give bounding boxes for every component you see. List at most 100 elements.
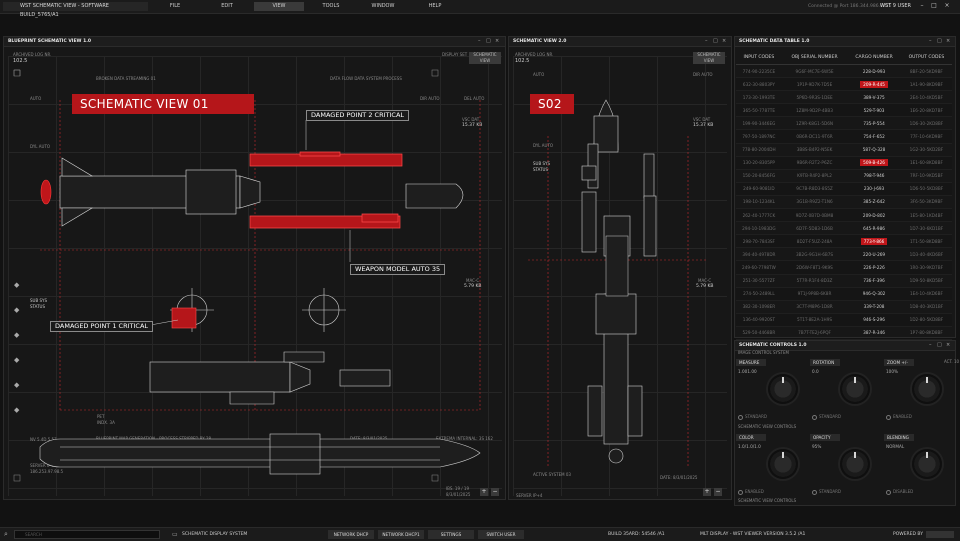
panel-close-icon[interactable]: ×	[722, 38, 727, 44]
opacity-radio[interactable]: STANDARD	[812, 489, 841, 495]
network-dhcp-button[interactable]: NETWORK DHCP	[328, 530, 374, 539]
s2-zoom-in-icon[interactable]: +	[703, 488, 711, 496]
col-output-codes[interactable]: OUTPUT CODES	[900, 50, 952, 65]
s2-tag-mac: MAC-C	[698, 278, 712, 283]
table-cell: 1D7-30-6KD1BF	[900, 221, 952, 236]
user-label[interactable]: WST 9 USER	[880, 3, 911, 9]
table-cell: 220-U-269	[847, 247, 901, 262]
col-serial-number[interactable]: OBJ SERIAL NUMBER	[781, 50, 848, 65]
table-cell: 274-50-2489LL	[736, 287, 782, 301]
blending-radio[interactable]: DISABLED	[886, 489, 913, 495]
table-cell: 2E4-10-4KD5BF	[900, 90, 952, 105]
tool-icon[interactable]: ◆	[14, 331, 20, 339]
table-cell: 262-40-1777CK	[736, 208, 782, 223]
display-set-button[interactable]: SCHEMATIC VIEW	[469, 52, 501, 64]
measure-knob[interactable]	[768, 374, 798, 404]
panel-minimize-icon[interactable]: –	[929, 38, 932, 44]
zoom-knob[interactable]	[912, 374, 942, 404]
highlighted-cargo: 509-B-426	[860, 159, 888, 167]
s2-tag-active-system: ACTIVE SYSTEM 03	[533, 472, 571, 477]
tool-icon[interactable]: ◆	[14, 356, 20, 364]
table-cell: 1P7-80-8KD8BF	[900, 326, 952, 340]
menu-file[interactable]: FILE	[169, 3, 181, 9]
blending-knob[interactable]	[912, 449, 942, 479]
table-cell: 1G2-30-5KD2BF	[900, 143, 952, 157]
panel-close-icon[interactable]: ×	[946, 342, 951, 348]
s2-zoom-out-icon[interactable]: −	[714, 488, 722, 496]
panel-close-icon[interactable]: ×	[946, 38, 951, 44]
zoom-out-icon[interactable]: −	[491, 488, 499, 496]
col-input-codes[interactable]: INPUT CODES	[736, 50, 782, 65]
panel-maximize-icon[interactable]: □	[937, 38, 942, 44]
rotation-radio[interactable]: STANDARD	[812, 414, 841, 420]
log-label: ARCHIVED LOG NR.	[13, 52, 52, 57]
zoom-in-icon[interactable]: +	[480, 488, 488, 496]
tool-icon[interactable]: ◆	[14, 406, 20, 414]
maximize-icon[interactable]: □	[931, 2, 937, 9]
switch-user-button[interactable]: SWITCH USER	[478, 530, 524, 539]
callout-damaged-point-2[interactable]: DAMAGED POINT 2 CRITICAL	[306, 110, 410, 121]
datatable-title: SCHEMATIC DATA TABLE 1.0	[735, 37, 955, 47]
table-cell: 2D6W-F8T1-9K9S	[781, 260, 848, 275]
controls-panel: SCHEMATIC CONTROLS 1.0 – □ ×	[734, 340, 956, 506]
menu-edit[interactable]: EDIT	[221, 3, 233, 9]
tool-icon[interactable]: ◆	[14, 306, 20, 314]
opacity-knob[interactable]	[840, 449, 870, 479]
s2-display-button[interactable]: SCHEMATIC VIEW	[693, 52, 725, 64]
panel-maximize-icon[interactable]: □	[713, 38, 718, 44]
panel-close-icon[interactable]: ×	[495, 38, 500, 44]
side-tool-icons: ◆ ◆ ◆ ◆ ◆ ◆	[14, 280, 22, 430]
data-table: INPUT CODES OBJ SERIAL NUMBER CARGO NUMB…	[736, 50, 952, 340]
menu-view[interactable]: VIEW	[254, 2, 304, 11]
measure-radio[interactable]: STANDARD	[738, 414, 767, 420]
table-cell: 1D6-30-2KD8BF	[900, 116, 952, 131]
color-knob[interactable]	[768, 449, 798, 479]
panel-minimize-icon[interactable]: –	[478, 38, 481, 44]
panel-maximize-icon[interactable]: □	[486, 38, 491, 44]
network-dhcp1-button[interactable]: NETWORK DHCP1	[378, 530, 424, 539]
callout-damaged-point-1[interactable]: DAMAGED POINT 1 CRITICAL	[50, 321, 154, 332]
menu-help[interactable]: HELP	[428, 3, 442, 9]
callout-weapon-model[interactable]: WEAPON MODEL AUTO 35	[350, 264, 446, 275]
tool-icon[interactable]: ◆	[14, 281, 20, 289]
system-label: SCHEMATIC DISPLAY SYSTEM	[182, 532, 248, 537]
tag-date: DATE: 8/3/01/2025	[350, 436, 388, 441]
panel-minimize-icon[interactable]: –	[705, 38, 708, 44]
minimize-icon[interactable]: –	[920, 2, 924, 9]
tool-icon[interactable]: ◆	[14, 381, 20, 389]
search-input[interactable]: SEARCH	[14, 530, 160, 539]
close-icon[interactable]: ×	[944, 2, 950, 9]
color-radio[interactable]: ENABLED	[738, 489, 764, 495]
panel-minimize-icon[interactable]: –	[929, 342, 932, 348]
zoom-radio[interactable]: ENABLED	[886, 414, 912, 420]
rotation-knob[interactable]	[840, 374, 870, 404]
menu-window[interactable]: WINDOW	[371, 3, 395, 9]
menu-tools[interactable]: TOOLS	[322, 3, 340, 9]
col-cargo-number[interactable]: CARGO NUMBER	[847, 50, 901, 65]
search-icon[interactable]: ⌕	[4, 530, 8, 538]
rotation-label: ROTATION	[810, 359, 840, 366]
settings-button[interactable]: SETTINGS	[428, 530, 474, 539]
panel-maximize-icon[interactable]: □	[937, 342, 942, 348]
